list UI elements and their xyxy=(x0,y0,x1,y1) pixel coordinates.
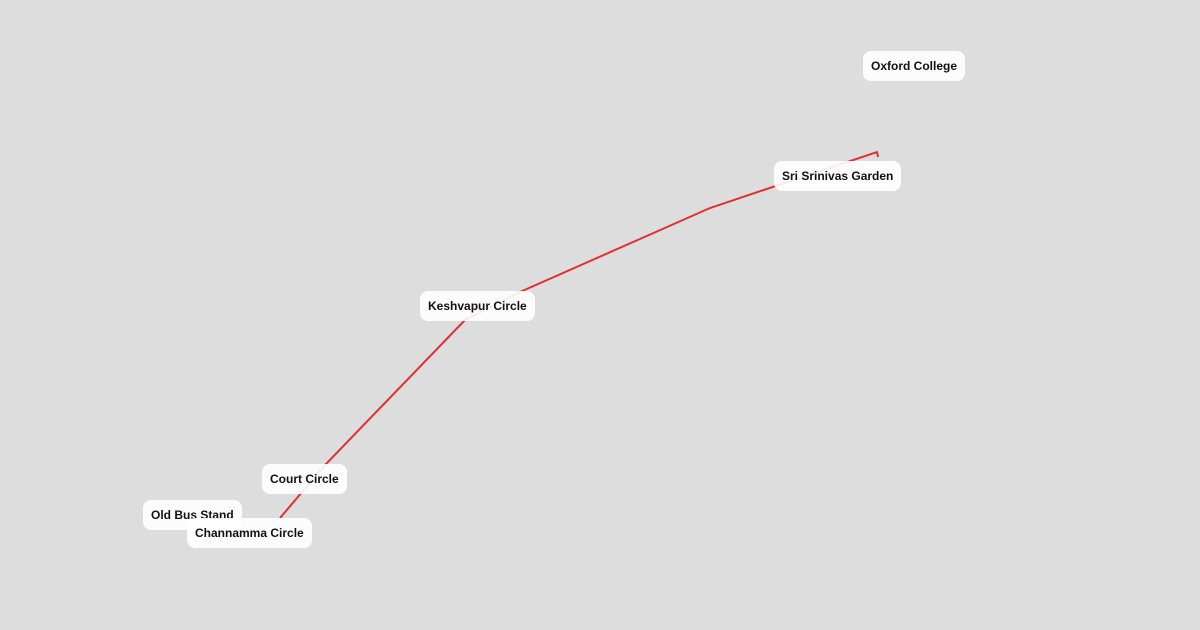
stop-label-court-circle[interactable]: Court Circle xyxy=(262,464,347,494)
stop-label-keshvapur-circle[interactable]: Keshvapur Circle xyxy=(420,291,535,321)
route-line xyxy=(279,150,879,519)
stop-label-oxford-college[interactable]: Oxford College xyxy=(863,51,966,81)
stop-label-sri-srinivas-garden[interactable]: Sri Srinivas Garden xyxy=(774,161,902,191)
stop-label-channamma-circle[interactable]: Channamma Circle xyxy=(187,518,312,548)
